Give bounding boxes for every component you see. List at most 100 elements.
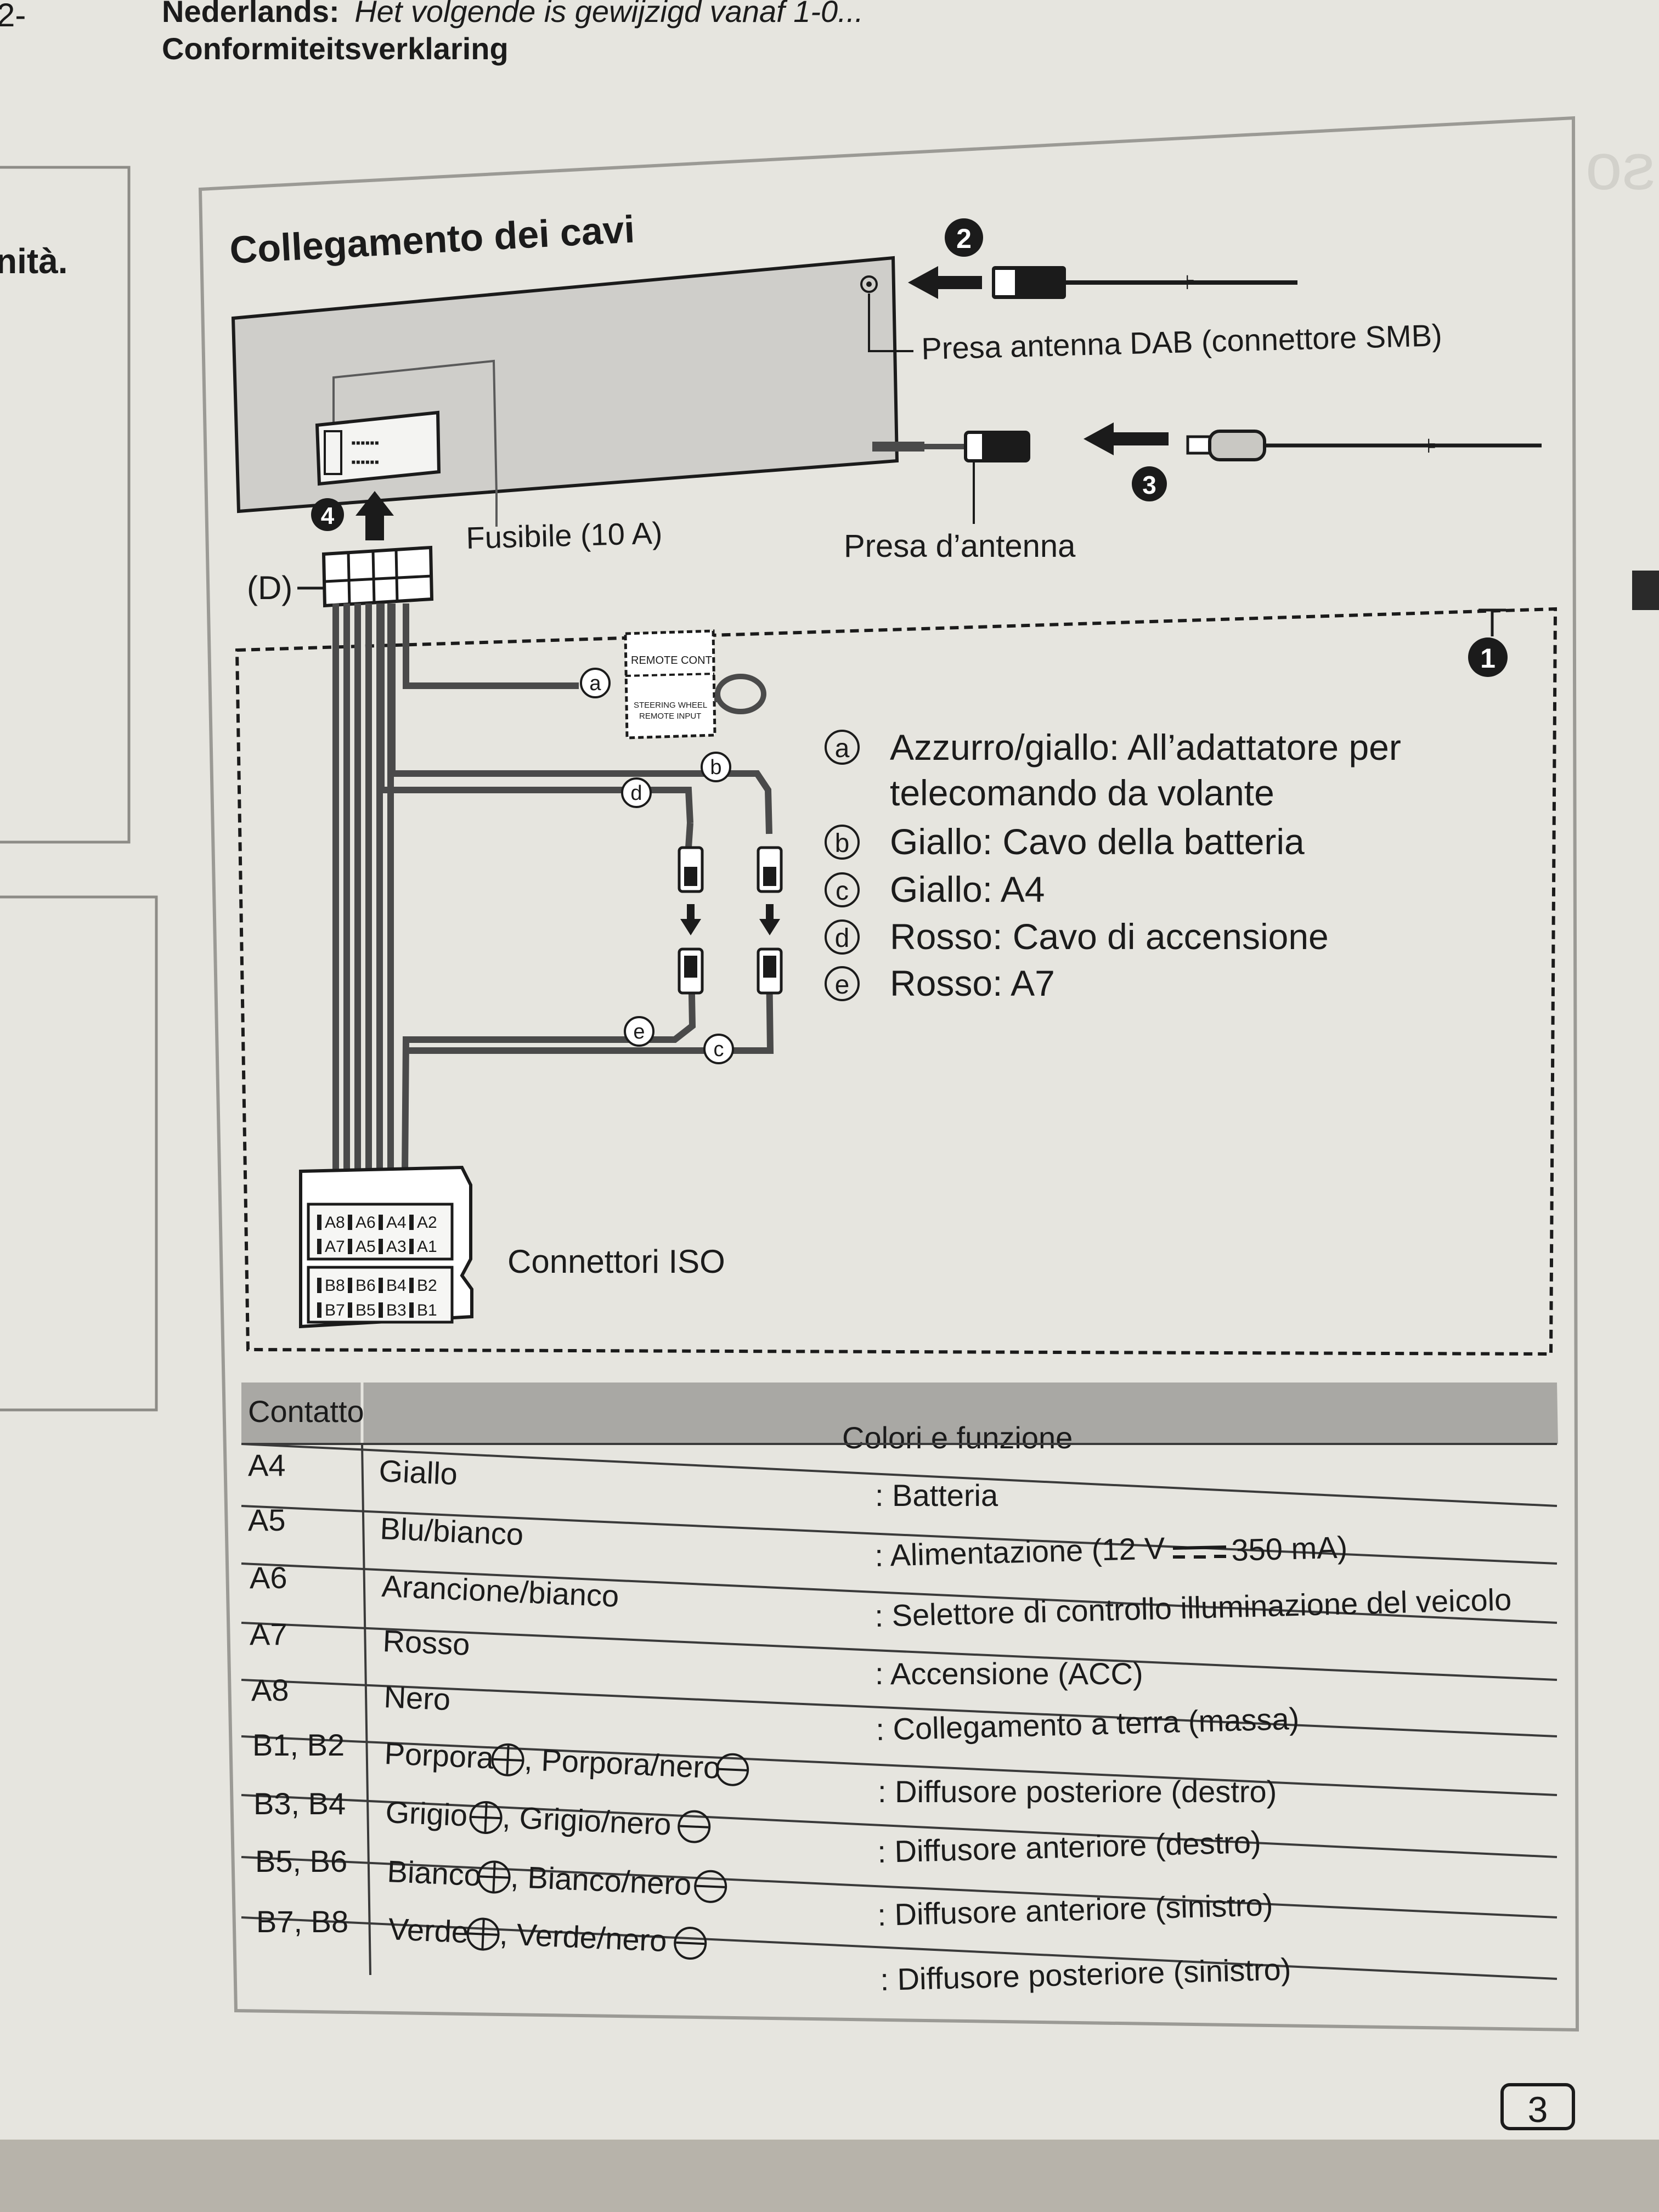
antenna-socket-stub — [872, 442, 924, 452]
table-cell-contact: A4 — [248, 1448, 286, 1482]
svg-text:c: c — [836, 877, 849, 906]
legend-item-e: e Rosso: A7 — [825, 963, 1055, 1003]
svg-text:a: a — [589, 672, 601, 695]
iso-pin-b1: B1 — [417, 1301, 437, 1319]
iso-pin-a4: A4 — [386, 1214, 407, 1232]
right-edge-tab — [1632, 571, 1659, 610]
minus-circle-icon — [694, 1870, 727, 1903]
callout-three: 3 — [1142, 471, 1156, 499]
iso-pin-b6: B6 — [356, 1277, 376, 1295]
unit-connector-port: ▪▪▪▪▪▪ ▪▪▪▪▪▪ — [315, 410, 441, 486]
adapter-harness-box: 1 — [235, 607, 1558, 1356]
wire-marker-e: e — [624, 1016, 654, 1047]
svg-text:c: c — [714, 1038, 724, 1061]
svg-text:Rosso: Cavo di accensione: Rosso: Cavo di accensione — [890, 916, 1329, 957]
wire-marker-c: c — [703, 1034, 734, 1064]
table-cell-contact: A7 — [250, 1617, 287, 1651]
wire-marker-a: a — [580, 668, 611, 698]
svg-text:▪▪▪▪▪▪: ▪▪▪▪▪▪ — [351, 455, 379, 470]
table-cell-contact: A6 — [250, 1560, 287, 1595]
arrow-left-icon-antenna — [1084, 422, 1169, 455]
header-page-fragment: 2- — [0, 0, 26, 33]
table-row-b5-b6: B5, B6 Bianco , Bianco/nero : Diffusore … — [255, 1844, 1273, 1932]
steering-input-label-1: STEERING WHEEL — [634, 701, 707, 710]
inline-connector-right — [757, 846, 783, 995]
table-cell-color: Rosso — [382, 1623, 470, 1662]
svg-text:Nederlands: Het volgende: Nederlands: Het volgende is gewijzigd va… — [162, 0, 864, 29]
iso-pin-b7: B7 — [325, 1301, 345, 1319]
table-cell-contact: B7, B8 — [256, 1904, 348, 1939]
table-row-a5: A5 Blu/bianco : Alimentazione (12 V 350 … — [248, 1503, 1348, 1573]
svg-text:e: e — [633, 1020, 645, 1043]
iso-pin-a6: A6 — [356, 1214, 376, 1232]
contacts-table: Contatto Colori e funzione A4 Giallo : B… — [241, 1383, 1558, 1997]
svg-text:a: a — [835, 734, 850, 763]
minus-circle-icon — [674, 1927, 707, 1960]
dc-symbol-icon — [1172, 1545, 1227, 1559]
iso-pin-b3: B3 — [386, 1301, 407, 1319]
iso-pin-a1: A1 — [417, 1238, 437, 1256]
head-unit: ▪▪▪▪▪▪ ▪▪▪▪▪▪ — [231, 256, 924, 514]
plus-circle-icon — [466, 1917, 500, 1951]
iso-pin-a3: A3 — [386, 1238, 407, 1256]
table-row-a7: A7 Rosso : Accensione (ACC) — [250, 1617, 1143, 1691]
table-cell-function: : Alimentazione (12 V — [874, 1531, 1166, 1573]
svg-text:Giallo: Cavo della batteria: Giallo: Cavo della batteria — [890, 821, 1305, 862]
d-label: (D) — [247, 569, 292, 606]
fm-antenna-plug: ⊧ 3 Presa d’antenna — [844, 422, 1542, 564]
table-cell-color: Blu/bianco — [379, 1511, 524, 1551]
page-number-badge: 3 — [1500, 2083, 1575, 2130]
bleed-through-heading: Prima dell'uso — [1585, 130, 1659, 204]
table-cell-function: : Batteria — [875, 1478, 998, 1513]
table-cell-color-plus: Bianco — [386, 1854, 482, 1892]
svg-text:e: e — [835, 970, 850, 1000]
antenna-socket-label: Presa d’antenna — [844, 528, 1076, 564]
inline-connectors — [678, 846, 783, 995]
callout-two-badge — [945, 218, 983, 257]
table-cell-contact: A8 — [251, 1673, 289, 1707]
callout-one: 1 — [1480, 643, 1496, 674]
iso-pin-b4: B4 — [386, 1277, 407, 1295]
table-cell-color: Giallo — [378, 1453, 458, 1491]
table-header-bar — [241, 1383, 1558, 1444]
table-cell-color-minus: , Porpora/nero — [523, 1742, 721, 1785]
plus-circle-icon — [469, 1801, 503, 1834]
table-header-contact: Contatto — [248, 1394, 364, 1429]
callout-four-badge — [311, 498, 344, 531]
header-language-text: Het volgende is gewijzigd vanaf 1-0... — [354, 0, 864, 29]
table-cell-color-minus: , Bianco/nero — [510, 1859, 692, 1901]
wire-legend: a Azzurro/giallo: All’adattatore per tel… — [825, 727, 1401, 1003]
plus-circle-icon — [477, 1860, 511, 1894]
table-cell-function-tail: 350 mA) — [1231, 1530, 1348, 1567]
svg-text:Giallo: A4: Giallo: A4 — [890, 869, 1045, 910]
iso-pin-a8: A8 — [325, 1214, 345, 1232]
table-cell-contact: A5 — [248, 1503, 286, 1537]
arrow-down-icon — [680, 904, 701, 935]
inline-connector-left — [678, 846, 704, 995]
iso-pin-a7: A7 — [325, 1238, 345, 1256]
arrow-left-icon — [908, 266, 982, 299]
table-cell-color-minus: , Grigio/nero — [501, 1799, 672, 1841]
table-cell-color-plus: Grigio — [385, 1795, 468, 1832]
svg-text:▪▪▪▪▪▪: ▪▪▪▪▪▪ — [351, 436, 379, 450]
iso-pin-b5: B5 — [356, 1301, 376, 1319]
left-column-fragment: nità. — [0, 241, 68, 281]
remote-cont-label: REMOTE CONT — [631, 654, 712, 667]
table-cell-contact: B3, B4 — [253, 1786, 346, 1821]
callout-one-badge — [1468, 637, 1508, 677]
arrow-up-icon — [356, 491, 394, 540]
iso-pin-a5: A5 — [356, 1238, 376, 1256]
wire-marker-d: d — [621, 777, 652, 808]
wire-marker-b: b — [701, 752, 731, 782]
page-number: 3 — [1528, 2089, 1548, 2130]
callout-four: 4 — [321, 503, 335, 529]
table-row-a4: A4 Giallo : Batteria — [248, 1448, 998, 1513]
svg-text:d: d — [835, 924, 850, 953]
top-header: 2- Nederlands: Het volgende is gewijzigd… — [0, 0, 864, 66]
iso-connectors-label: Connettori ISO — [507, 1243, 725, 1280]
svg-text:b: b — [835, 829, 850, 858]
table-header-colors: Colori e funzione — [842, 1420, 1073, 1455]
plus-circle-icon — [491, 1743, 524, 1776]
wire-markers: a b c d e — [580, 668, 734, 1064]
